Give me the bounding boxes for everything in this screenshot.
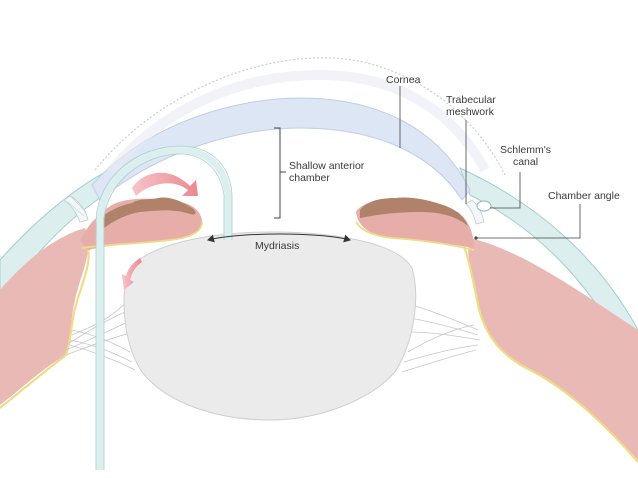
cornea-ghost — [106, 69, 490, 176]
aqueous-flow-path — [96, 146, 232, 470]
iris-right-pigment — [360, 197, 468, 226]
cornea-outline-dotted — [94, 57, 506, 176]
schlemm-leader — [490, 172, 521, 209]
iris-left-pigment — [96, 197, 196, 235]
shallow-anterior-chamber-label: Shallow anterior chamber — [289, 160, 364, 184]
cornea-label: Cornea — [386, 74, 421, 86]
chamber-angle-label: Chamber angle — [548, 190, 620, 202]
aqueous-flow-arrow-bottom — [122, 258, 142, 290]
mydriasis-arrow — [207, 233, 351, 243]
schlemm-label-line1: Schlemm's — [500, 144, 552, 156]
trabecular-meshwork-right — [465, 199, 492, 225]
cornea — [91, 97, 471, 201]
mydriasis-label: Mydriasis — [255, 240, 300, 252]
trabecular-meshwork-label: Trabecular meshwork — [446, 94, 496, 118]
choroid-line-left — [0, 239, 90, 409]
trabecular-meshwork-left — [63, 195, 89, 223]
iris-left-yellow — [81, 221, 203, 249]
schlemms-canal-label: Schlemm's canal — [500, 144, 551, 168]
shallow-chamber-bracket — [274, 127, 281, 219]
shallow-label-line2: chamber — [289, 172, 330, 184]
chamber-angle-leader — [476, 204, 581, 239]
trabecular-label-line2: meshwork — [446, 106, 494, 118]
choroid-line-right — [460, 239, 638, 463]
ciliary-body-right — [468, 238, 638, 460]
trabecular-label-line1: Trabecular — [446, 94, 496, 106]
schlemm-label-line2: canal — [512, 156, 539, 168]
shallow-label-line1: Shallow anterior — [289, 160, 365, 172]
ciliary-body-left — [0, 228, 89, 405]
zonules-right — [401, 304, 481, 373]
lens — [123, 231, 417, 421]
iris-right-yellow — [355, 221, 475, 251]
aqueous-flow-arrow-top — [132, 172, 198, 196]
